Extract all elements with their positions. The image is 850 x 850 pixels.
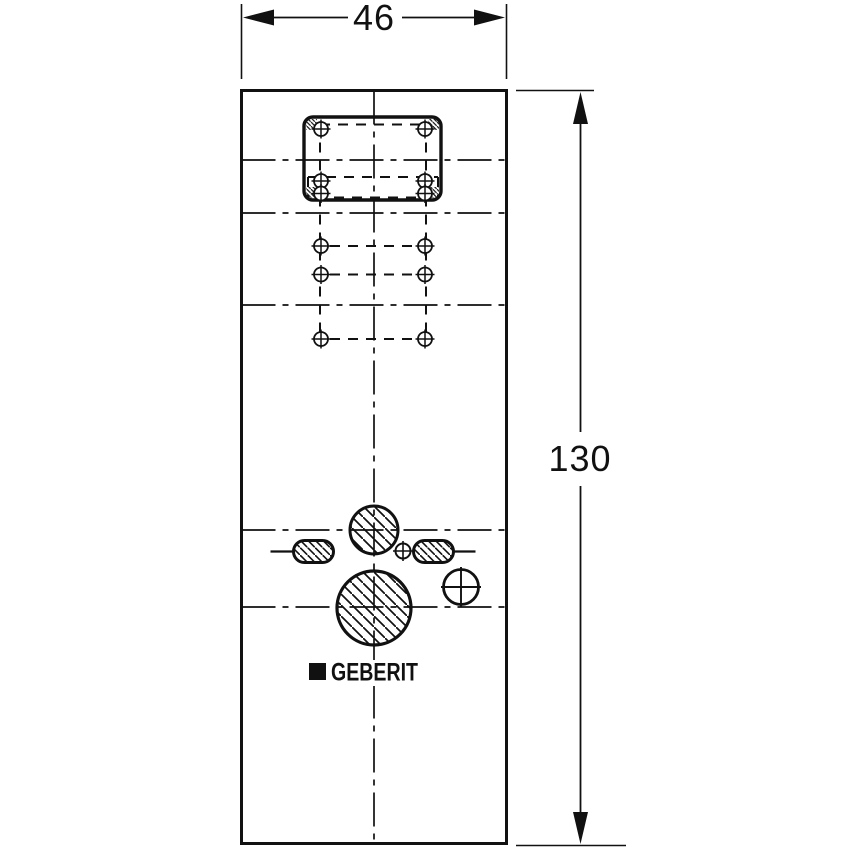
screw-icon — [415, 329, 435, 349]
position-cross-circle — [441, 567, 481, 607]
pipe-openings — [270, 504, 481, 647]
logo-square-icon — [309, 663, 326, 680]
arrow-left-icon — [243, 9, 274, 26]
hatched-circle-large — [335, 569, 413, 647]
screw-icon — [415, 119, 435, 139]
screw-icon — [311, 329, 331, 349]
center-lines — [241, 90, 507, 843]
arrow-down-icon — [573, 812, 588, 844]
dimension-width: 46 — [240, 0, 508, 79]
screw-icon — [311, 236, 331, 256]
screw-icons — [311, 119, 435, 349]
screw-icon — [415, 265, 435, 284]
screw-icon — [311, 184, 331, 203]
arrow-up-icon — [573, 92, 588, 124]
hatched-oval-left — [292, 539, 335, 564]
arrow-right-icon — [474, 9, 505, 26]
corner-hatch — [306, 119, 317, 130]
screw-icon — [311, 119, 331, 139]
dimension-height: 130 — [516, 89, 626, 847]
screw-icon — [311, 171, 331, 191]
hatched-circle-small — [348, 504, 400, 556]
hatched-oval-right — [412, 539, 455, 564]
fixing-screws — [311, 119, 435, 349]
geberit-logo: GEBERIT — [303, 659, 431, 687]
dimension-width-label: 46 — [353, 0, 395, 38]
corner-hatch — [306, 187, 317, 198]
screw-icon — [393, 541, 413, 561]
cross-icon — [441, 567, 481, 607]
logo-text: GEBERIT — [331, 659, 418, 687]
screw-icon — [311, 265, 331, 284]
inspection-opening-frame — [302, 115, 443, 202]
corner-hatch — [428, 119, 439, 130]
screw-icon — [415, 171, 435, 191]
screw-icon — [415, 236, 435, 256]
corner-hatch — [428, 187, 439, 198]
screw-icon — [415, 184, 435, 203]
inspection-opening — [302, 115, 443, 202]
dimension-height-label: 130 — [548, 438, 611, 479]
